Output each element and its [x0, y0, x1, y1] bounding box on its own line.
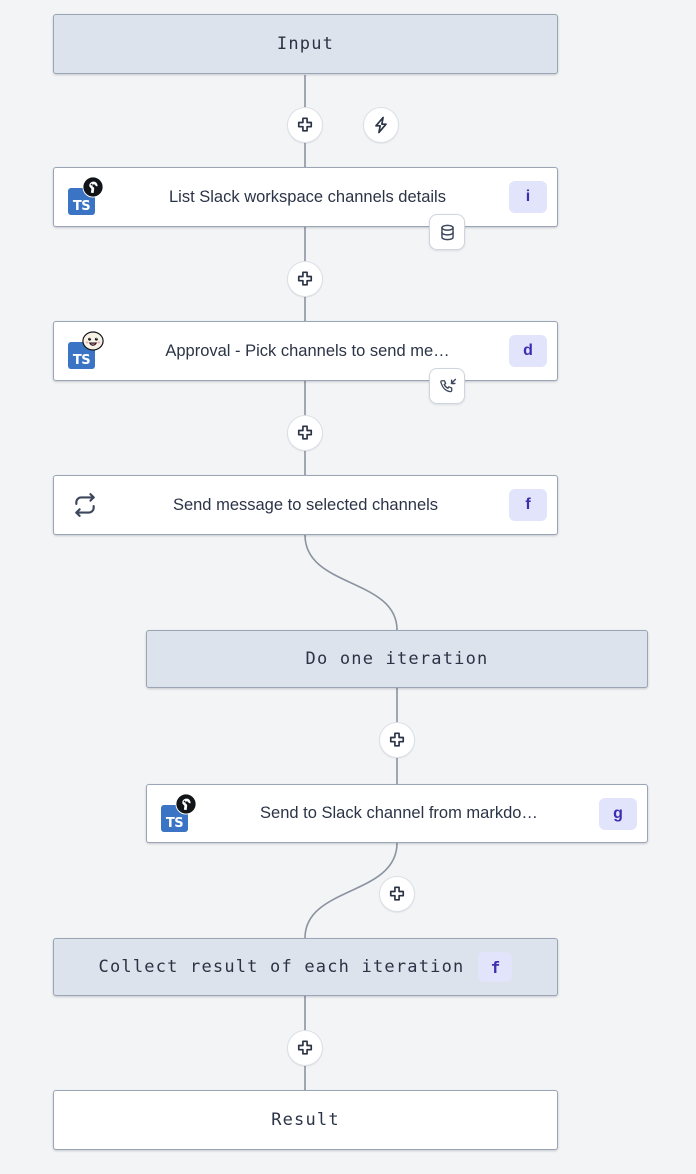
typescript-bun-icon: TS — [66, 330, 106, 372]
plus-icon — [389, 886, 405, 901]
database-icon — [440, 224, 454, 240]
node-input-label: Input — [276, 34, 335, 54]
add-step-after-approval-button[interactable] — [287, 415, 323, 451]
loop-repeat-icon-wrap — [68, 488, 102, 522]
add-step-after-list-channels-button[interactable] — [287, 261, 323, 297]
node-send-to-slack-from-markdown-label: Send to Slack channel from markdo… — [260, 804, 538, 822]
edge-send-to-loop-header — [304, 534, 398, 631]
plus-icon — [297, 1040, 313, 1055]
plus-icon — [389, 732, 405, 747]
node-do-one-iteration[interactable]: Do one iteration — [146, 630, 648, 688]
phone-incoming-chip[interactable] — [429, 368, 465, 404]
lightning-icon — [375, 116, 387, 134]
node-send-message-selected-channels-badge[interactable]: f — [509, 489, 547, 521]
node-approval-pick-channels-label: Approval - Pick channels to send me… — [165, 341, 450, 360]
node-send-message-selected-channels[interactable]: Send message to selected channels f — [53, 475, 558, 535]
typescript-deno-icon: TS — [159, 792, 199, 835]
node-send-to-slack-from-markdown-badge[interactable]: g — [599, 797, 637, 830]
node-do-one-iteration-label: Do one iteration — [305, 649, 489, 669]
plus-icon — [297, 271, 313, 286]
deno-icon — [175, 792, 197, 815]
node-list-slack-channels-label: List Slack workspace channels details — [169, 187, 446, 206]
add-step-after-input-button[interactable] — [287, 107, 323, 143]
phone-incoming-icon — [439, 378, 456, 392]
deno-icon — [82, 176, 104, 198]
typescript-deno-icon: TS — [66, 176, 106, 218]
add-trigger-button[interactable] — [363, 107, 399, 143]
node-collect-result[interactable]: Collect result of each iteration f — [53, 938, 558, 996]
database-chip[interactable] — [429, 214, 465, 250]
node-list-slack-channels-badge[interactable]: i — [509, 181, 547, 213]
node-collect-result-label: Collect result of each iteration — [98, 957, 465, 977]
node-approval-pick-channels[interactable]: TS Approval - Pick channels to send me… … — [53, 321, 558, 381]
node-result-label: Result — [271, 1110, 340, 1130]
node-approval-pick-channels-badge[interactable]: d — [509, 335, 547, 367]
plus-icon — [297, 117, 313, 132]
node-send-to-slack-from-markdown[interactable]: TS Send to Slack channel from markdo… g — [146, 784, 648, 843]
loop-repeat-icon — [75, 493, 95, 517]
add-step-after-loop-body-button[interactable] — [379, 876, 415, 912]
add-step-in-loop-button[interactable] — [379, 722, 415, 758]
node-input[interactable]: Input — [53, 14, 558, 74]
node-send-message-selected-channels-label: Send message to selected channels — [172, 495, 439, 514]
add-step-before-result-button[interactable] — [287, 1030, 323, 1066]
bun-icon — [82, 331, 104, 351]
node-result[interactable]: Result — [53, 1090, 558, 1150]
node-collect-result-badge[interactable]: f — [478, 952, 513, 982]
plus-icon — [297, 425, 313, 440]
node-list-slack-channels[interactable]: TS List Slack workspace channels details… — [53, 167, 558, 227]
